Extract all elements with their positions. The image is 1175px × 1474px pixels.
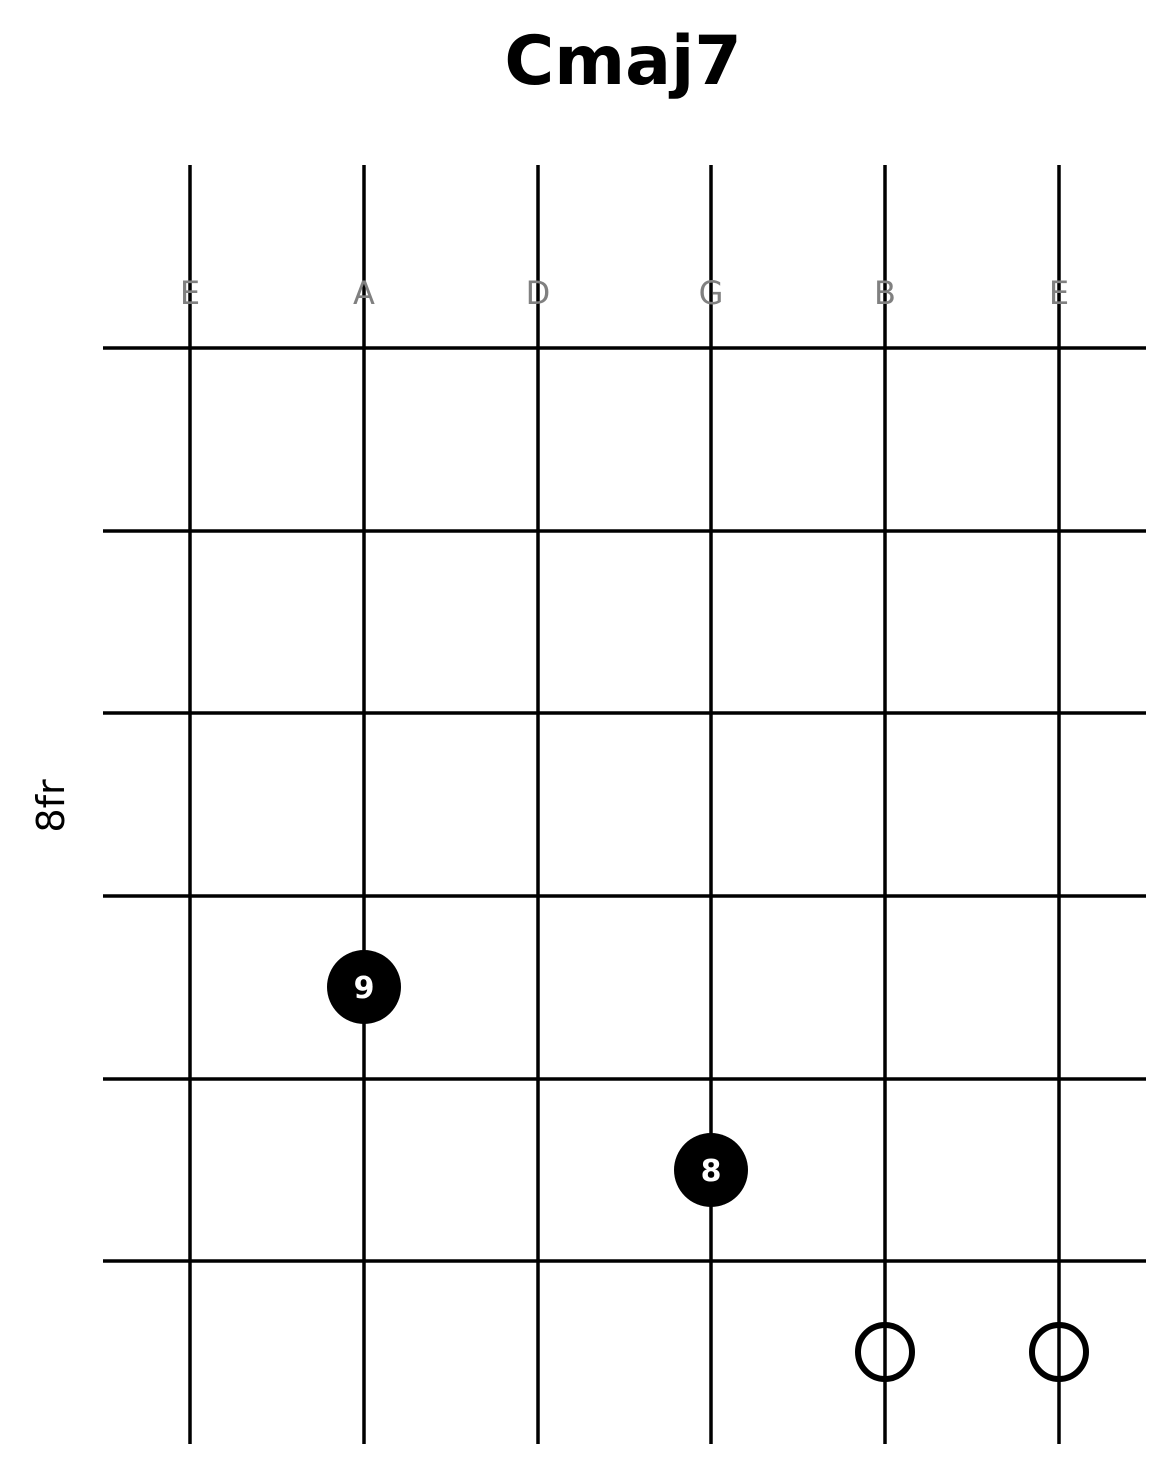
finger-dot — [674, 1133, 748, 1207]
string-name-label: E — [1049, 274, 1069, 312]
finger-dot-label: 8 — [701, 1154, 722, 1189]
fret-position-label: 8fr — [29, 779, 73, 833]
string-name-label: A — [353, 274, 375, 312]
string-name-label: D — [526, 274, 551, 312]
fretboard: E A D G B E 9 8 — [103, 165, 1146, 1444]
string-name-label: G — [699, 274, 724, 312]
string-name-label: E — [180, 274, 200, 312]
open-string-marker — [1029, 1322, 1089, 1382]
chord-title: Cmaj7 — [504, 22, 741, 101]
open-string-marker — [855, 1322, 915, 1382]
finger-dot-label: 9 — [354, 971, 375, 1006]
string-name-label: B — [874, 274, 896, 312]
finger-dot — [327, 950, 401, 1024]
